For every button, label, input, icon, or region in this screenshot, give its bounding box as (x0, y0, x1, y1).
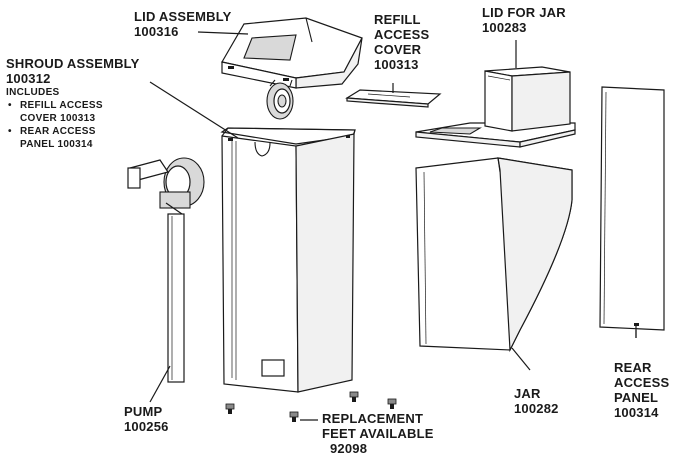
refill-access-cover-drawing (345, 83, 442, 108)
rear-panel-line3: PANEL (614, 390, 659, 405)
rear-panel-part: 100314 (614, 405, 659, 420)
foot-1 (225, 403, 235, 414)
foot-3 (349, 391, 359, 402)
rear-panel-line2: ACCESS (614, 375, 670, 390)
leader-lines (149, 31, 637, 421)
label-jar: JAR 100282 (514, 386, 559, 416)
foot-4 (387, 398, 397, 409)
label-rear-access-panel: REAR ACCESS PANEL 100314 (614, 360, 669, 420)
shroud-item2-part: PANEL 100314 (20, 139, 93, 150)
lid-for-jar-drawing (415, 66, 576, 148)
rear-access-panel-drawing (599, 86, 665, 331)
label-refill-access-cover: REFILL ACCESS COVER 100313 (374, 12, 429, 72)
label-lid-assembly: LID ASSEMBLY 100316 (134, 9, 232, 39)
shroud-item1-name: REFILL ACCESS (6, 99, 140, 112)
feet-line2: FEET AVAILABLE (322, 426, 434, 441)
label-shroud-assembly: SHROUD ASSEMBLY 100312 INCLUDES REFILL A… (6, 56, 140, 151)
lid-for-jar-name: LID FOR JAR (482, 5, 566, 20)
feet-line1: REPLACEMENT (322, 411, 424, 426)
pump-drawing (127, 157, 205, 383)
leader-pump (149, 365, 171, 403)
shroud-name: SHROUD ASSEMBLY (6, 56, 140, 71)
shroud-item2-name: REAR ACCESS (6, 125, 140, 138)
pump-name: PUMP (124, 404, 163, 419)
leader-shroud-assembly (149, 81, 239, 139)
refill-cover-line2: ACCESS (374, 27, 430, 42)
label-lid-for-jar: LID FOR JAR 100283 (482, 5, 566, 35)
lid-assembly-part: 100316 (134, 24, 179, 39)
jar-name: JAR (514, 386, 541, 401)
lid-for-jar-part: 100283 (482, 20, 527, 35)
jar-drawing (415, 157, 573, 353)
foot-2 (289, 411, 299, 422)
label-replacement-feet: REPLACEMENT FEET AVAILABLE 92098 (322, 411, 434, 456)
shroud-assembly-drawing (220, 127, 356, 393)
jar-part: 100282 (514, 401, 559, 416)
refill-cover-line1: REFILL (374, 12, 421, 27)
shroud-item1-part: COVER 100313 (20, 113, 96, 124)
leader-lid-assembly (197, 31, 249, 35)
pump-part: 100256 (124, 419, 169, 434)
refill-cover-part: 100313 (374, 57, 419, 72)
shroud-includes: INCLUDES (6, 87, 60, 98)
shroud-part: 100312 (6, 71, 51, 86)
refill-cover-line3: COVER (374, 42, 422, 57)
leader-jar (511, 347, 531, 371)
feet-part: 92098 (330, 441, 368, 456)
replacement-feet-drawing (225, 391, 397, 422)
label-pump: PUMP 100256 (124, 404, 169, 434)
lid-assembly-drawing (221, 17, 363, 120)
lid-assembly-name: LID ASSEMBLY (134, 9, 232, 24)
rear-panel-line1: REAR (614, 360, 652, 375)
